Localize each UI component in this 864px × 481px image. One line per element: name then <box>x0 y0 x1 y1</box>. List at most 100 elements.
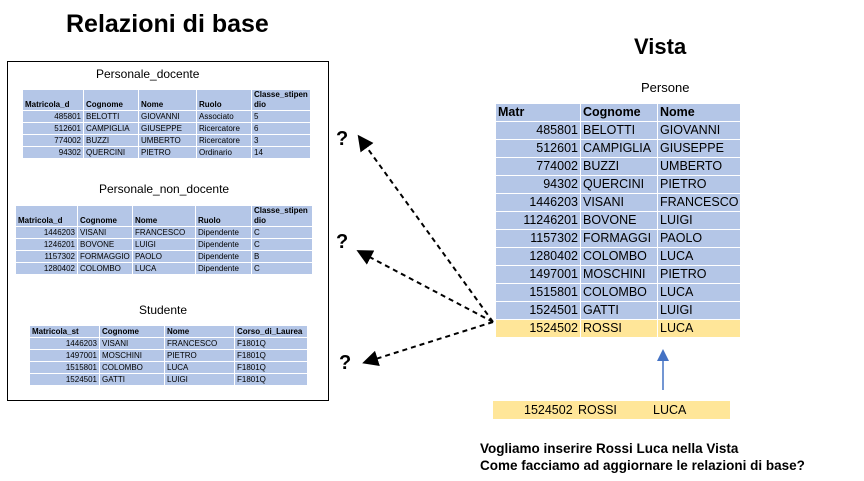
table-cell: Ordinario <box>196 146 252 158</box>
table-cell: CAMPIGLIA <box>580 139 658 158</box>
column-header: Cognome <box>77 206 133 227</box>
table-cell: GIOVANNI <box>138 110 197 123</box>
new-row-matr: 1524502 <box>524 403 573 417</box>
table-cell: C <box>251 226 312 239</box>
table-cell: 1446203 <box>30 337 100 350</box>
table-cell: LUCA <box>164 361 235 374</box>
table-cell: BOVONE <box>580 211 658 230</box>
table-cell: GIUSEPPE <box>657 139 741 158</box>
dashed-arrow-to-docente <box>357 134 494 323</box>
table-cell: COLOMBO <box>99 361 165 374</box>
dashed-arrow-to-studente <box>362 321 494 367</box>
table-cell: 1446203 <box>16 226 78 239</box>
table-cell: PAOLO <box>657 229 741 248</box>
table-cell: Ricercatore <box>196 122 252 135</box>
persone-caption: Persone <box>641 80 690 95</box>
personale-docente-table: Matricola_d Cognome Nome Ruolo Classe_st… <box>23 90 310 158</box>
column-header: Nome <box>164 326 235 338</box>
column-header: Nome <box>132 206 196 227</box>
table-cell: 1446203 <box>496 193 581 212</box>
question-mark-docente: ? <box>336 128 349 150</box>
table-cell: Associato <box>196 110 252 123</box>
table-cell: CAMPIGLIA <box>83 122 139 135</box>
table-cell: 14 <box>251 146 310 158</box>
table-cell: FRANCESCO <box>164 337 235 350</box>
table-cell: F1801Q <box>234 349 307 362</box>
table-cell: 1524501 <box>496 301 581 320</box>
column-header: Cognome <box>99 326 165 338</box>
table-cell: BELOTTI <box>580 121 658 140</box>
table-cell: BUZZI <box>83 134 139 147</box>
column-header: Cognome <box>580 104 658 122</box>
column-header: Cognome <box>83 90 139 111</box>
dashed-arrow-to-non-docente <box>356 250 494 323</box>
table-cell: Dipendente <box>195 238 252 251</box>
table-cell: 1515801 <box>496 283 581 302</box>
table-cell: PAOLO <box>132 250 196 263</box>
table-cell: 5 <box>251 110 310 123</box>
table-cell: 1515801 <box>30 361 100 374</box>
table-cell: FORMAGGIO <box>77 250 133 263</box>
note-line-2: Come facciamo ad aggiornare le relazioni… <box>480 458 805 473</box>
table-cell: GIOVANNI <box>657 121 741 140</box>
personale-docente-caption: Personale_docente <box>96 67 200 81</box>
table-cell: 485801 <box>496 121 581 140</box>
table-cell: MOSCHINI <box>99 349 165 362</box>
table-cell: LUCA <box>657 283 741 302</box>
column-header: Corso_di_Laurea <box>234 326 307 338</box>
table-cell: F1801Q <box>234 337 307 350</box>
table-cell: 512601 <box>23 122 84 135</box>
table-cell: QUERCINI <box>83 146 139 158</box>
table-cell: 3 <box>251 134 310 147</box>
table-cell: Dipendente <box>195 250 252 263</box>
table-cell: 1157302 <box>496 229 581 248</box>
table-cell: 1157302 <box>16 250 78 263</box>
table-cell: 774002 <box>23 134 84 147</box>
table-cell: Dipendente <box>195 226 252 239</box>
table-cell: C <box>251 262 312 274</box>
table-cell: F1801Q <box>234 361 307 374</box>
new-row-nome: LUCA <box>653 403 687 417</box>
column-header: Matricola_d <box>23 90 84 111</box>
table-cell: LUIGI <box>657 301 741 320</box>
column-header: Matr <box>496 104 581 122</box>
studente-caption: Studente <box>139 303 188 317</box>
table-cell: 1524502 <box>496 319 581 337</box>
base-relations-box <box>7 61 329 401</box>
table-cell: 1280402 <box>16 262 78 274</box>
table-cell: 485801 <box>23 110 84 123</box>
table-cell: UMBERTO <box>657 157 741 176</box>
column-header: Ruolo <box>195 206 252 227</box>
table-cell: VISANI <box>580 193 658 212</box>
table-cell: GIUSEPPE <box>138 122 197 135</box>
table-cell: LUCA <box>657 319 741 337</box>
table-cell: 1280402 <box>496 247 581 266</box>
table-cell: UMBERTO <box>138 134 197 147</box>
new-row-cognome: ROSSI <box>578 403 617 417</box>
table-cell: GATTI <box>580 301 658 320</box>
new-row-to-insert: 1524502 ROSSI LUCA <box>493 401 730 419</box>
table-cell: 94302 <box>23 146 84 158</box>
table-cell: F1801Q <box>234 373 307 385</box>
column-header: Matricola_d <box>16 206 78 227</box>
table-cell: COLOMBO <box>580 247 658 266</box>
